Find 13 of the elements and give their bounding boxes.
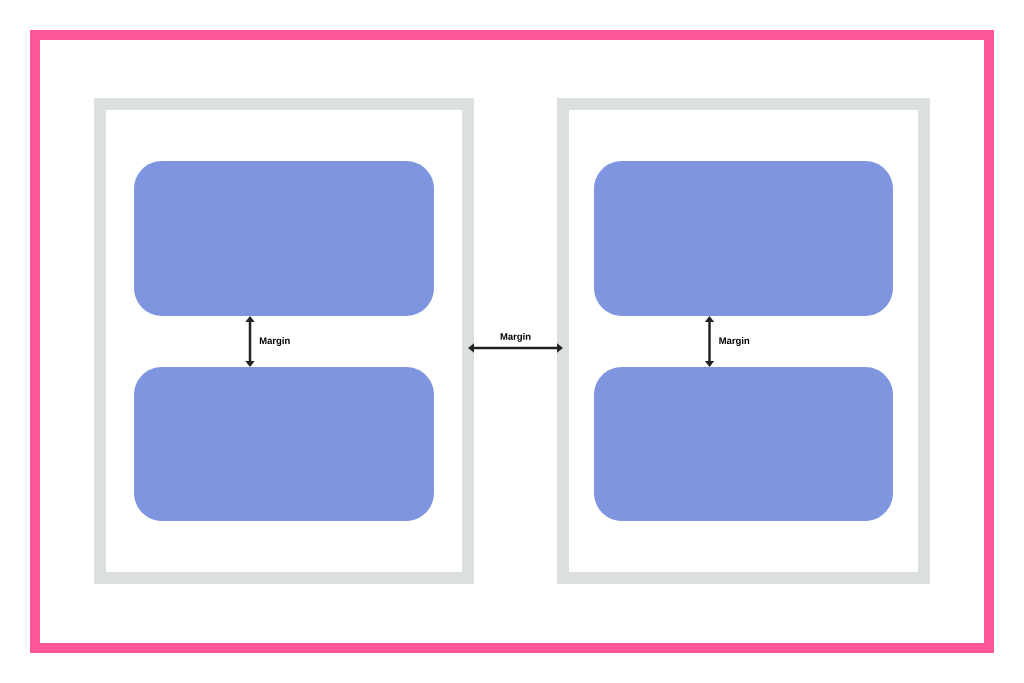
edge-label: Margin [717,336,751,347]
page-box [94,98,474,584]
content-block [134,161,434,316]
double-arrow [245,316,255,367]
double-arrow [468,343,563,353]
content-block [594,367,893,521]
double-arrow [704,316,715,367]
edge-label: Margin [499,331,532,343]
edge-label: Margin [258,336,292,347]
page-box [557,98,930,584]
frame-border [30,30,994,653]
content-block [594,161,893,316]
content-block [134,367,434,521]
